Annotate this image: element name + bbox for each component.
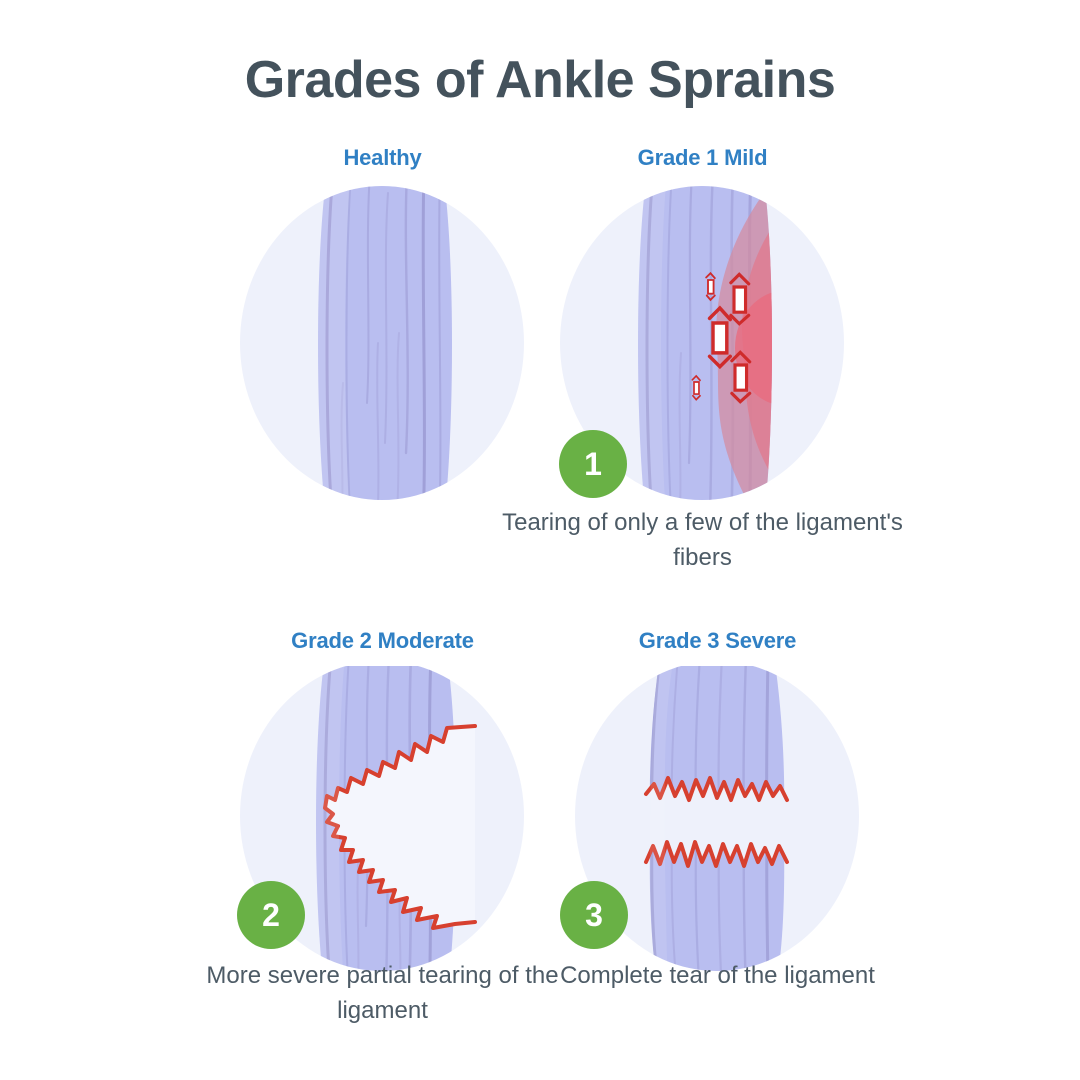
grade-badge-1: 1 <box>559 430 627 498</box>
grade2-partial-tear-illustration <box>175 666 590 976</box>
panel-heading-grade3: Grade 3 Severe <box>638 628 797 653</box>
caption-grade1: Tearing of only a few of the ligament's … <box>502 509 903 571</box>
micro-tear-marker-group <box>691 271 752 404</box>
healthy-ligament-illustration <box>175 183 590 513</box>
grade-badge-3: 3 <box>560 881 628 949</box>
caption-grade3: Complete tear of the ligament <box>560 962 875 989</box>
panel-heading-healthy: Healthy <box>343 145 422 170</box>
panel-grade1: Grade 1 Mild <box>495 145 910 575</box>
page-title: Grades of Ankle Sprains <box>244 51 836 109</box>
caption-grade2: More severe partial tearing of the ligam… <box>206 962 559 1024</box>
grade1-inflamed-ligament-illustration <box>495 183 910 513</box>
panel-grade2: Grade 2 Moderate <box>175 628 590 1048</box>
grade3-complete-tear-illustration <box>510 666 925 976</box>
panel-heading-grade2: Grade 2 Moderate <box>291 628 474 653</box>
grade-badge-2: 2 <box>237 881 305 949</box>
panel-healthy: Healthy <box>175 145 590 525</box>
panel-grade3: Grade 3 Severe <box>510 628 925 1048</box>
panel-heading-grade1: Grade 1 Mild <box>637 145 768 170</box>
